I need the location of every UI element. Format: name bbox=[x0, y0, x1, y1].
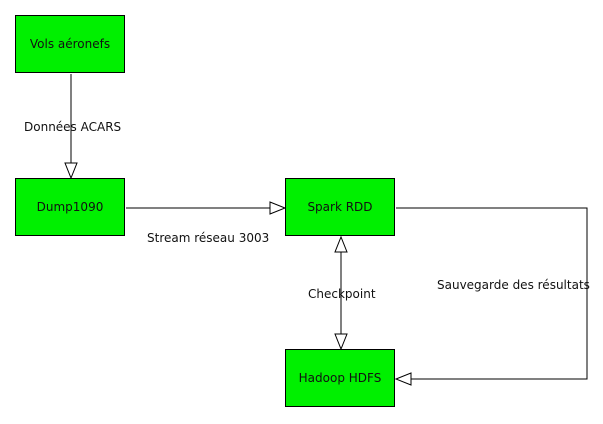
edge-label-stream: Stream réseau 3003 bbox=[147, 231, 270, 245]
node-dump1090[interactable]: Dump1090 bbox=[15, 178, 125, 236]
edge-label-sauvegarde: Sauvegarde des résultats bbox=[437, 278, 590, 292]
edge-sauvegarde-line bbox=[396, 207, 588, 380]
arrowhead-checkpoint-down bbox=[334, 333, 348, 351]
edge-label-checkpoint: Checkpoint bbox=[308, 287, 376, 301]
arrowhead-checkpoint-up bbox=[334, 235, 348, 253]
edge-label-acars: Données ACARS bbox=[24, 120, 122, 134]
node-vols-aeronefs[interactable]: Vols aéronefs bbox=[15, 15, 125, 73]
node-label: Vols aéronefs bbox=[29, 37, 111, 51]
node-spark-rdd[interactable]: Spark RDD bbox=[285, 178, 395, 236]
arrowhead-stream bbox=[269, 201, 287, 215]
arrowhead-acars bbox=[64, 162, 78, 180]
node-hadoop-hdfs[interactable]: Hadoop HDFS bbox=[285, 349, 395, 407]
arrowhead-sauvegarde bbox=[394, 372, 412, 386]
node-label: Dump1090 bbox=[36, 200, 104, 214]
node-label: Hadoop HDFS bbox=[298, 371, 382, 385]
node-label: Spark RDD bbox=[307, 200, 373, 214]
